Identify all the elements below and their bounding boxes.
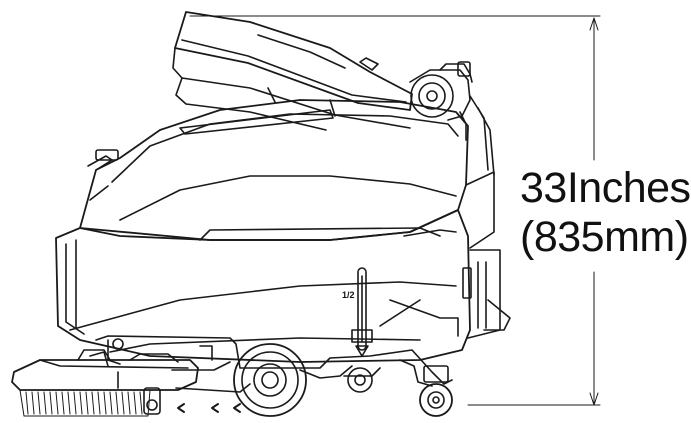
level-marker-label: 1/2 bbox=[342, 290, 355, 300]
chassis bbox=[89, 335, 453, 387]
height-dimension-inches: 33Inches bbox=[520, 164, 691, 212]
rear-latch bbox=[462, 267, 472, 299]
dimension-arrow-top bbox=[589, 17, 599, 31]
dimension-arrow-bottom bbox=[589, 392, 599, 406]
main-wheel bbox=[233, 343, 307, 417]
solution-tank bbox=[55, 209, 471, 363]
direction-arrows bbox=[177, 403, 241, 413]
side-panel bbox=[462, 171, 511, 339]
height-dimension-mm: (835mm) bbox=[520, 213, 689, 261]
level-indicator bbox=[351, 267, 373, 357]
brush-bristles bbox=[19, 389, 151, 417]
handle-assembly bbox=[172, 11, 495, 176]
squeegee-wheel bbox=[347, 367, 373, 393]
rear-caster-wheel bbox=[419, 365, 453, 417]
brush-deck bbox=[11, 349, 251, 415]
recovery-tank bbox=[79, 99, 469, 241]
handle-pivot-knob bbox=[410, 74, 454, 118]
